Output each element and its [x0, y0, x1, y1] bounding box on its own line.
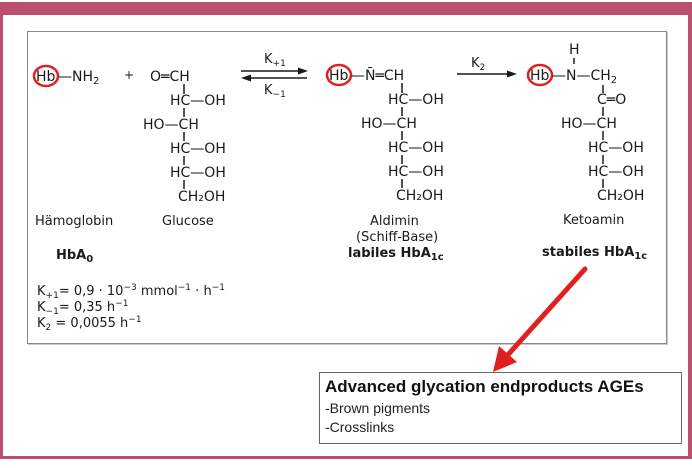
k-minus-1-label: K−1 — [264, 83, 286, 100]
ages-item-brown-pigments: -Brown pigments — [325, 400, 431, 416]
hb-label: Hb — [36, 69, 56, 85]
stabiles-hba1c-label: stabiles HbA1c — [542, 245, 647, 262]
aldimin-row-1: HC—OH — [388, 92, 444, 108]
aldimin-row-2: HO—CH — [361, 116, 417, 132]
labiles-hba1c-label: labiles HbA1c — [348, 246, 444, 263]
aldimin-row-3: HC—OH — [388, 140, 444, 156]
equilibrium-arrows: K+1 K−1 — [241, 52, 308, 100]
glucose-row-5: HC—OH — [170, 165, 226, 181]
glucose-row-2: HC—OH — [170, 93, 226, 109]
rate-constants: K+1= 0,9 · 10−3 mmol−1 · h−1 K−1= 0,35 h… — [37, 283, 225, 333]
imine-group: —N̄═CH — [351, 66, 404, 84]
glucose-row-6: CH₂OH — [178, 189, 225, 205]
rate-constant-k-minus-1: K−1= 0,35 h−1 — [37, 299, 128, 317]
ages-title: Advanced glycation endproducts AGEs — [325, 377, 644, 396]
hb-label: Hb — [530, 68, 550, 84]
ketoamin-row-3: HC—OH — [588, 140, 644, 156]
forward-arrowhead — [298, 67, 308, 75]
ketoamin-row-4: HC—OH — [588, 164, 644, 180]
glucose-row-3: HO—CH — [143, 117, 199, 133]
frame-right-border — [688, 2, 692, 459]
hb-highlight-circle — [325, 63, 353, 87]
backward-arrowhead — [241, 74, 251, 82]
frame-bottom-border — [0, 456, 692, 459]
glucose-molecule: O═CH HC—OH HO—CH HC—OH HC—OH CH₂OH — [143, 69, 226, 205]
amine-hydrogen: H — [569, 42, 580, 58]
ages-arrow — [493, 266, 588, 372]
hb-highlight-circle — [32, 64, 60, 88]
aldimin-label: Aldimin — [370, 214, 419, 229]
frame-left-border — [0, 2, 3, 459]
hemoglobin-molecule: Hb —NH2 + — [32, 64, 134, 88]
ketoamin-label: Ketoamin — [563, 213, 624, 228]
aldimin-row-4: HC—OH — [388, 164, 444, 180]
ages-item-crosslinks: -Crosslinks — [325, 419, 395, 435]
hb-label: Hb — [329, 68, 349, 84]
glucose-label: Glucose — [162, 214, 214, 229]
rate-constant-k2: K2 = 0,0055 h−1 — [37, 315, 142, 333]
hemoglobin-label: Hämoglobin — [35, 214, 113, 229]
ages-box: Advanced glycation endproducts AGEs -Bro… — [319, 372, 682, 444]
ketoamin-row-1: C═O — [597, 92, 626, 108]
amino-group: —NH2 — [58, 69, 99, 87]
glucose-row-4: HC—OH — [170, 141, 226, 157]
frame-top-border — [0, 2, 692, 15]
k2-arrow: K2 — [457, 56, 517, 78]
k-plus-1-label: K+1 — [264, 52, 286, 69]
ketoamin-molecule: H Hb —N—CH2 C═O HO—CH HC—OH HC—OH CH₂OH … — [526, 42, 647, 262]
ages-arrowhead — [493, 346, 517, 372]
hba0-label: HbA0 — [56, 248, 93, 265]
aldimin-row-5: CH₂OH — [396, 188, 443, 204]
amine-group: —N—CH2 — [552, 68, 617, 86]
k2-arrowhead — [507, 70, 517, 78]
aldimin-molecule: Hb —N̄═CH HC—OH HO—CH HC—OH HC—OH CH₂OH … — [325, 63, 444, 263]
k2-label: K2 — [471, 56, 485, 73]
rate-constant-k-plus-1: K+1= 0,9 · 10−3 mmol−1 · h−1 — [37, 283, 225, 301]
schiff-base-label: (Schiff-Base) — [356, 230, 438, 245]
plus-sign: + — [124, 68, 134, 82]
ketoamin-row-5: CH₂OH — [597, 188, 644, 204]
hb-highlight-circle — [526, 63, 554, 87]
ketoamin-row-2: HO—CH — [561, 116, 617, 132]
glucose-row-1: O═CH — [150, 69, 190, 85]
